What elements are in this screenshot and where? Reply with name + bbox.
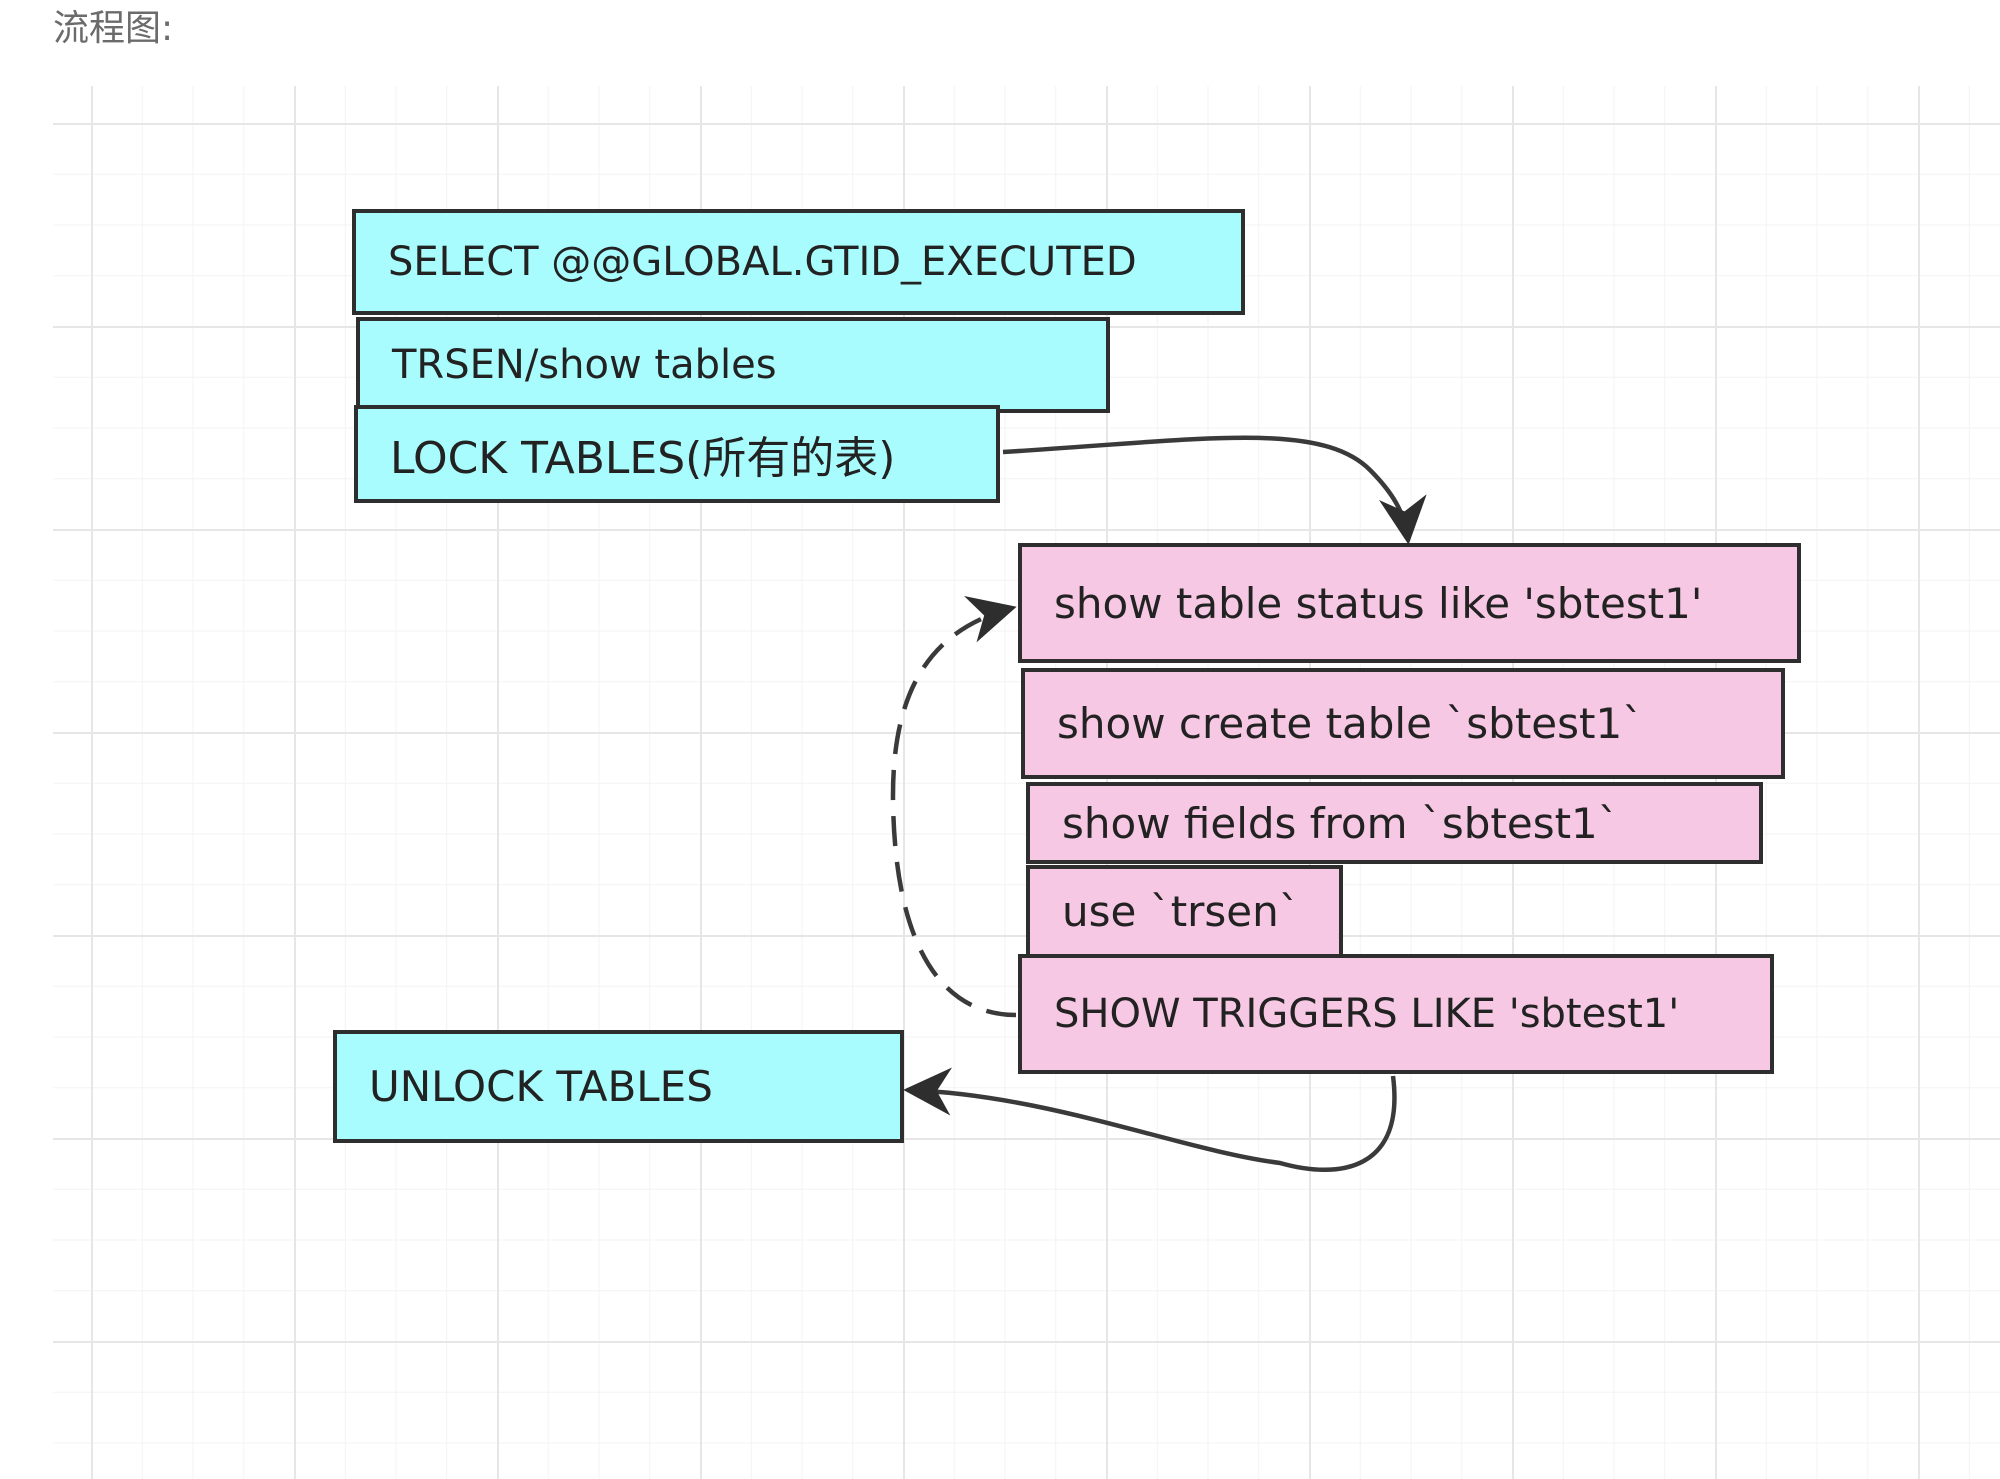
node-show-table-status: show table status like 'sbtest1' bbox=[1018, 543, 1801, 663]
node-unlock-tables: UNLOCK TABLES bbox=[333, 1030, 904, 1143]
node-label: TRSEN/show tables bbox=[392, 342, 777, 388]
node-label: UNLOCK TABLES bbox=[369, 1062, 713, 1111]
node-label: show fields from `sbtest1` bbox=[1062, 798, 1619, 848]
node-show-triggers: SHOW TRIGGERS LIKE 'sbtest1' bbox=[1018, 954, 1774, 1074]
node-use-trsen: use `trsen` bbox=[1026, 865, 1343, 958]
node-label: SHOW TRIGGERS LIKE 'sbtest1' bbox=[1054, 991, 1680, 1037]
node-lock-tables: LOCK TABLES(所有的表) bbox=[354, 405, 1000, 503]
node-label: LOCK TABLES(所有的表) bbox=[390, 433, 896, 484]
node-label: SELECT @@GLOBAL.GTID_EXECUTED bbox=[388, 239, 1137, 285]
node-show-fields: show fields from `sbtest1` bbox=[1026, 782, 1763, 864]
node-select-gtid-executed: SELECT @@GLOBAL.GTID_EXECUTED bbox=[352, 209, 1245, 315]
node-label: show table status like 'sbtest1' bbox=[1054, 578, 1703, 628]
node-label: use `trsen` bbox=[1062, 887, 1300, 936]
node-label: show create table `sbtest1` bbox=[1057, 699, 1644, 748]
node-show-create-table: show create table `sbtest1` bbox=[1021, 668, 1785, 779]
node-show-tables: TRSEN/show tables bbox=[356, 317, 1110, 413]
page-title: 流程图: bbox=[53, 8, 174, 49]
